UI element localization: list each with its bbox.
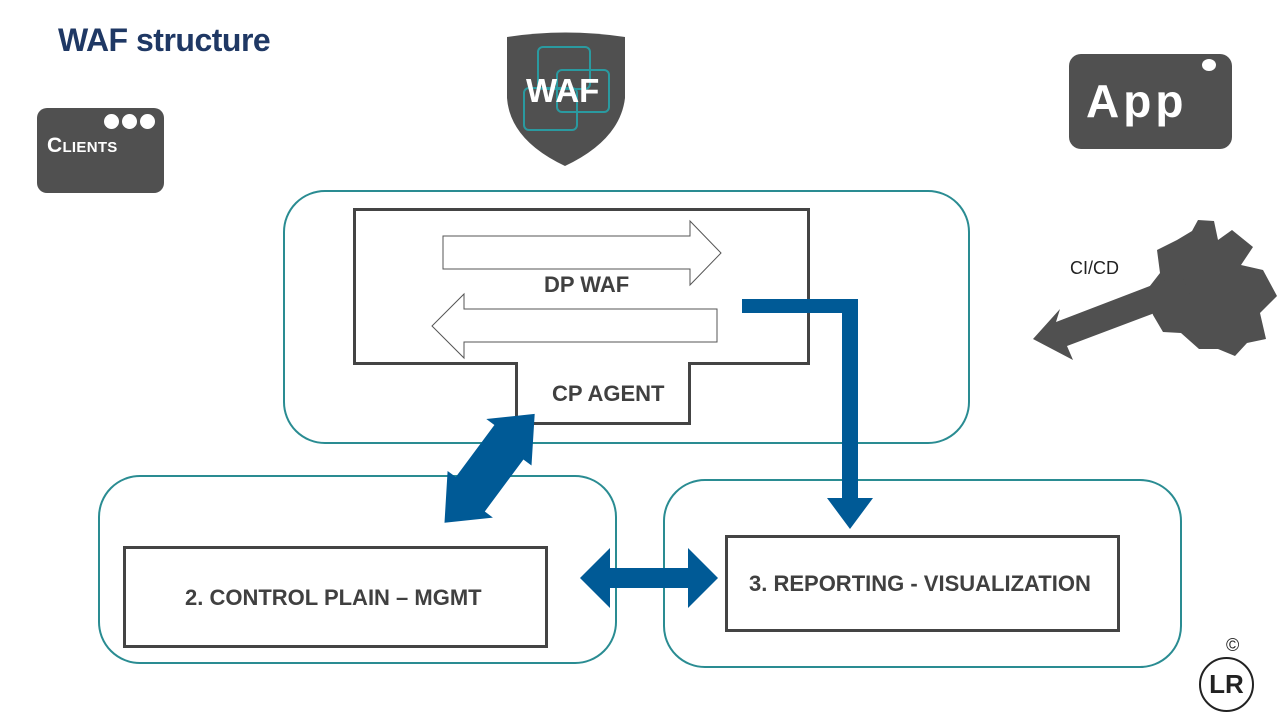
clients-icon: Clients [37, 108, 164, 193]
app-dot [1202, 59, 1216, 71]
dp-waf-label: DP WAF [544, 272, 630, 297]
app-icon: App [1069, 54, 1232, 149]
reporting-box [725, 535, 1120, 632]
clients-label: Clients [47, 134, 118, 157]
inbound-traffic-arrow [431, 292, 718, 360]
control-plain-label: 2. CONTROL PLAIN – MGMT [185, 585, 482, 610]
reporting-label: 3. REPORTING - VISUALIZATION [749, 571, 1091, 596]
page-title: WAF structure [58, 22, 271, 58]
gear-icon [1033, 220, 1277, 360]
log-flow-arrow [742, 299, 873, 529]
agent-mgmt-double-arrow [444, 413, 535, 523]
lr-logo: LR [1199, 657, 1254, 712]
cicd-label: CI/CD [1070, 258, 1119, 278]
outbound-traffic-arrow [442, 219, 722, 287]
app-label: App [1086, 75, 1188, 127]
data-plane-group [283, 190, 970, 444]
waf-shield-label: WAF [526, 72, 600, 109]
logo-text: LR [1209, 669, 1244, 699]
control-plain-box [123, 546, 548, 648]
clients-dots [104, 114, 155, 129]
cp-agent-box [515, 362, 691, 425]
copyright-symbol: © [1226, 635, 1240, 655]
mgmt-reporting-double-arrow [580, 548, 718, 608]
cp-agent-label: CP AGENT [552, 381, 665, 406]
